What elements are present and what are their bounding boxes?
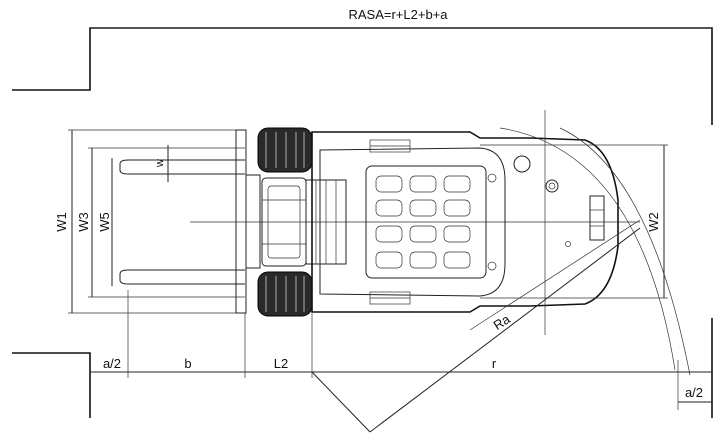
- lower-wall-left: [12, 352, 91, 418]
- rasa-label: RASA=r+L2+b+a: [348, 7, 448, 22]
- counterweight: [513, 110, 605, 335]
- width-dimensions: W1 W3 W5 w: [54, 129, 245, 314]
- mast-frame: [261, 177, 347, 267]
- chassis-outline: [311, 131, 619, 313]
- w-small-label: w: [154, 159, 166, 168]
- w3-label: W3: [76, 212, 91, 232]
- w2-dimension: W2: [480, 144, 668, 299]
- mast-rail: [245, 174, 261, 269]
- w2-label: W2: [646, 212, 661, 232]
- counterweight-knob: [513, 155, 531, 173]
- turning-radius: Ra: [311, 127, 691, 433]
- upper-wall: [12, 27, 713, 125]
- ra-line: [469, 219, 641, 331]
- half-a-left-label: a/2: [103, 356, 121, 371]
- truck-body: [311, 131, 619, 313]
- turn-center-line-b: [369, 227, 641, 433]
- bottom-dimensions: a/2 b L2 r a/2: [90, 290, 712, 410]
- turn-center-line-a: [311, 371, 371, 433]
- outer-turn-arc: [499, 127, 676, 371]
- fork-upper: [119, 159, 245, 175]
- fork-carriage: [235, 129, 247, 314]
- forks: [119, 159, 245, 285]
- fork-lower: [119, 269, 245, 285]
- w1-label: W1: [54, 212, 69, 232]
- half-a-right-label: a/2: [685, 385, 703, 400]
- l2-label: L2: [274, 356, 288, 371]
- b-label: b: [184, 356, 191, 371]
- roof-panel: [365, 165, 497, 279]
- overhead-guard: [319, 147, 506, 297]
- rasa-dimension: RASA=r+L2+b+a: [90, 7, 712, 29]
- rear-light-bar: [589, 195, 605, 241]
- w5-label: W5: [97, 212, 112, 232]
- front-tyres: [257, 127, 313, 317]
- clearance-arc: [559, 127, 691, 376]
- r-label: r: [492, 356, 497, 371]
